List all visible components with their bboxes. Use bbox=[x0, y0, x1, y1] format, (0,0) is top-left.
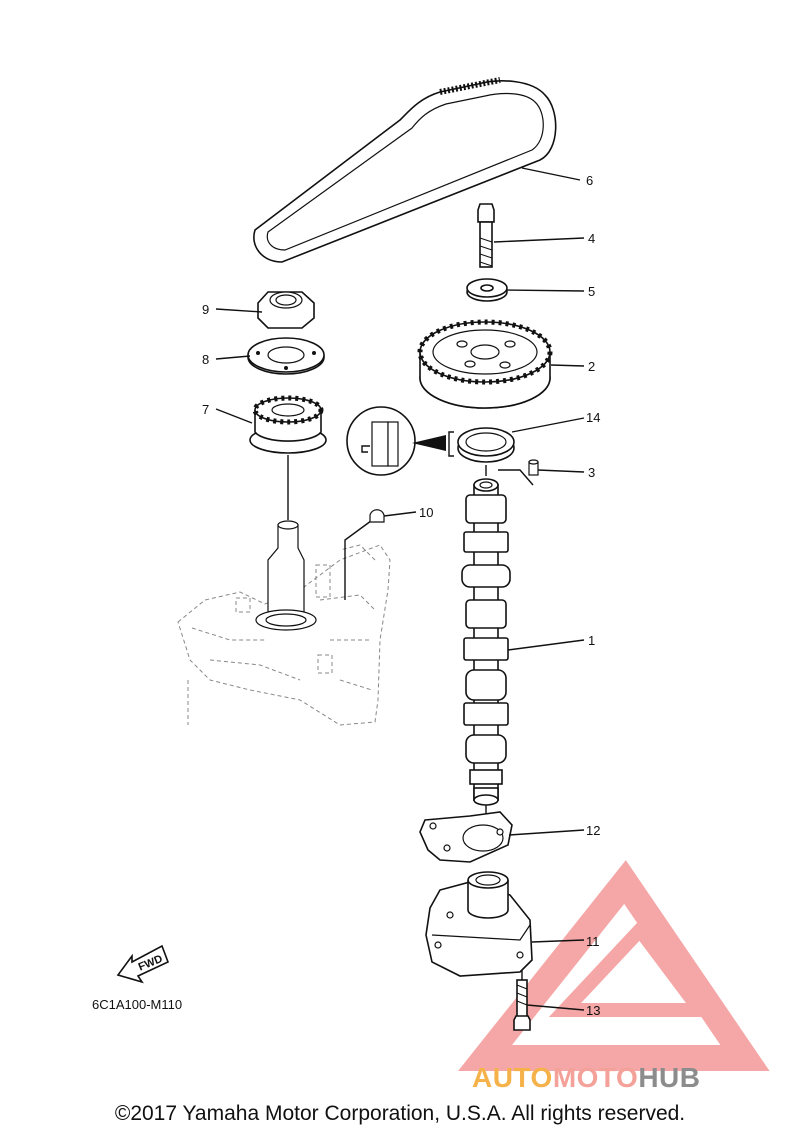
callout-4: 4 bbox=[588, 231, 595, 246]
leader-lines bbox=[215, 167, 585, 1011]
oil-seal-14 bbox=[457, 427, 515, 463]
gasket-12 bbox=[419, 811, 513, 863]
callout-5: 5 bbox=[588, 284, 595, 299]
crankshaft-sprocket-7 bbox=[249, 395, 327, 454]
watermark-brand: AUTOMOTOHUB bbox=[472, 1062, 700, 1093]
nut-9 bbox=[257, 291, 315, 329]
callout-1: 1 bbox=[588, 633, 595, 648]
watermark-logo-icon bbox=[458, 860, 770, 1071]
pin-3 bbox=[498, 459, 539, 486]
watermark-brand-part2: MOTO bbox=[553, 1062, 638, 1093]
watermark-brand-part3: HUB bbox=[638, 1062, 700, 1093]
diagram-code: 6C1A100-M110 bbox=[92, 997, 182, 1012]
callout-13: 13 bbox=[586, 1003, 600, 1018]
washer-5 bbox=[466, 278, 508, 302]
woodruff-key-10 bbox=[369, 509, 385, 523]
plate-8 bbox=[247, 337, 325, 375]
callout-10: 10 bbox=[419, 505, 433, 520]
camshaft-pulley-2 bbox=[417, 319, 553, 409]
bolt-4 bbox=[477, 203, 495, 268]
callout-3: 3 bbox=[588, 465, 595, 480]
callout-9: 9 bbox=[202, 302, 209, 317]
copyright-notice: ©2017 Yamaha Motor Corporation, U.S.A. A… bbox=[114, 1102, 686, 1125]
callout-12: 12 bbox=[586, 823, 600, 838]
callout-11: 11 bbox=[586, 934, 600, 949]
oil-pump-11 bbox=[425, 871, 533, 977]
camshaft-1 bbox=[461, 478, 511, 806]
callout-8: 8 bbox=[202, 352, 209, 367]
oil-seal-detail-icon bbox=[346, 406, 446, 476]
fwd-arrow-icon: FWD bbox=[116, 944, 170, 984]
svg-text:AUTOMOTOHUB: AUTOMOTOHUB bbox=[472, 1062, 700, 1093]
callout-2: 2 bbox=[588, 359, 595, 374]
callout-7: 7 bbox=[202, 402, 209, 417]
watermark-brand-part1: AUTO bbox=[472, 1062, 553, 1093]
timing-belt bbox=[253, 77, 557, 263]
callout-14: 14 bbox=[586, 410, 600, 425]
engine-block-outline bbox=[177, 520, 391, 726]
bolt-13 bbox=[513, 979, 531, 1031]
callout-6: 6 bbox=[586, 173, 593, 188]
